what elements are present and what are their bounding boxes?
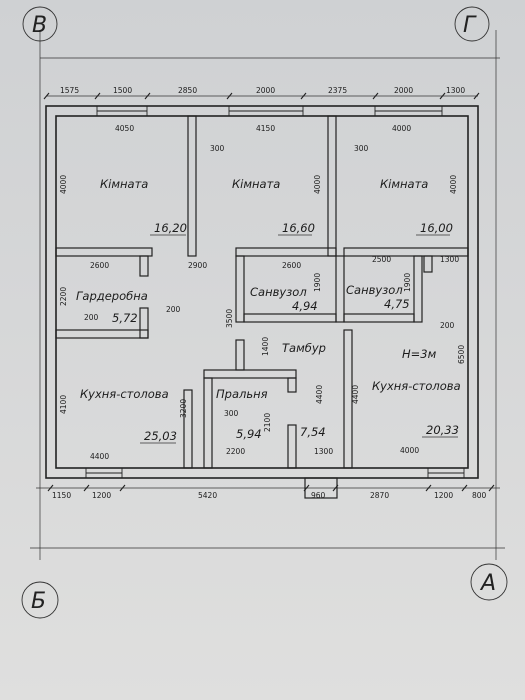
dim-1900-b: 1900	[403, 273, 412, 292]
dim-1900-a: 1900	[313, 273, 322, 292]
dim-1400: 1400	[261, 337, 270, 356]
dim-4000-c: 4000	[400, 446, 419, 455]
dim-bottom-3: 5420	[198, 491, 217, 500]
dim-4000-l: 4000	[59, 175, 68, 194]
dim-300-a: 300	[210, 144, 225, 153]
room-name-9: Кухня-столова	[80, 387, 169, 401]
dim-2100: 2100	[263, 413, 272, 432]
dim-2200-l: 2200	[59, 287, 68, 306]
dim-bottom-2: 1200	[92, 491, 111, 500]
room-area-7: 7,54	[300, 425, 326, 439]
dim-bottom-1: 1150	[52, 491, 71, 500]
axis-marker-v	[22, 6, 58, 42]
dim-bottom-7: 800	[472, 491, 487, 500]
dim-top-4: 2000	[256, 86, 275, 95]
dim-200-c: 200	[440, 321, 455, 330]
axis-marker-g	[454, 6, 490, 42]
dim-4000-r: 4000	[449, 175, 458, 194]
dim-1300-b: 1300	[314, 447, 333, 456]
room-area-3: 16,00	[420, 221, 453, 235]
dim-2200-b: 2200	[226, 447, 245, 456]
dim-bottom-6: 1200	[434, 491, 453, 500]
dim-top-6: 2000	[394, 86, 413, 95]
axis-label-g: Г	[463, 13, 477, 38]
dim-4050: 4050	[115, 124, 134, 133]
room-area-9: 25,03	[144, 429, 177, 443]
dim-200-b: 200	[166, 305, 181, 314]
axis-label-v: В	[32, 13, 47, 38]
outer-walls	[45, 105, 479, 479]
dim-bottom-4: 960	[311, 491, 326, 500]
axis-marker-a	[470, 563, 508, 601]
dim-top-3: 2850	[178, 86, 197, 95]
dim-4400-c: 4400	[90, 452, 109, 461]
interior-walls	[55, 115, 469, 469]
dim-ticks-bottom	[47, 484, 495, 492]
room-name-1: Кімната	[100, 177, 148, 191]
dim-1300-a: 1300	[440, 255, 459, 264]
dim-4000-m: 4000	[313, 175, 322, 194]
dim-top-5: 2375	[328, 86, 347, 95]
room-area-8: 5,94	[236, 427, 262, 441]
height-note: Н=3м	[402, 347, 437, 361]
dim-2600-b: 2600	[282, 261, 301, 270]
axis-marker-b	[21, 581, 59, 619]
room-name-8: Пральня	[216, 387, 268, 401]
dim-2500: 2500	[372, 255, 391, 264]
windows	[85, 106, 465, 478]
room-name-7: Тамбур	[282, 341, 326, 355]
dim-ticks-top	[43, 92, 480, 100]
dim-4400-b: 4400	[351, 385, 360, 404]
room-name-6: Санвузол	[346, 283, 403, 297]
dim-3200: 3200	[179, 399, 188, 418]
room-area-10: 20,33	[426, 423, 459, 437]
room-name-2: Кімната	[232, 177, 280, 191]
dim-200-a: 200	[84, 313, 99, 322]
room-name-3: Кімната	[380, 177, 428, 191]
dim-top-2: 1500	[113, 86, 132, 95]
room-area-5: 4,94	[292, 299, 318, 313]
room-area-2: 16,60	[282, 221, 315, 235]
dim-4000-top: 4000	[392, 124, 411, 133]
dim-top-1: 1575	[60, 86, 79, 95]
entrance-step	[304, 477, 338, 499]
dim-4400-a: 4400	[315, 385, 324, 404]
dim-300-b: 300	[354, 144, 369, 153]
dim-6500: 6500	[457, 345, 466, 364]
axis-label-a: А	[479, 571, 496, 596]
dim-300-c: 300	[224, 409, 239, 418]
room-area-1: 16,20	[154, 221, 187, 235]
dim-4150: 4150	[256, 124, 275, 133]
dim-2600-a: 2600	[90, 261, 109, 270]
room-name-5: Санвузол	[250, 285, 307, 299]
dim-3500: 3500	[225, 309, 234, 328]
axis-label-b: Б	[31, 589, 46, 614]
room-area-6: 4,75	[384, 297, 410, 311]
room-name-4: Гардеробна	[76, 289, 148, 303]
room-name-10: Кухня-столова	[372, 379, 461, 393]
room-area-4: 5,72	[112, 311, 138, 325]
dim-4100: 4100	[59, 395, 68, 414]
dim-bottom-5: 2870	[370, 491, 389, 500]
dim-top-7: 1300	[446, 86, 465, 95]
dim-2900: 2900	[188, 261, 207, 270]
